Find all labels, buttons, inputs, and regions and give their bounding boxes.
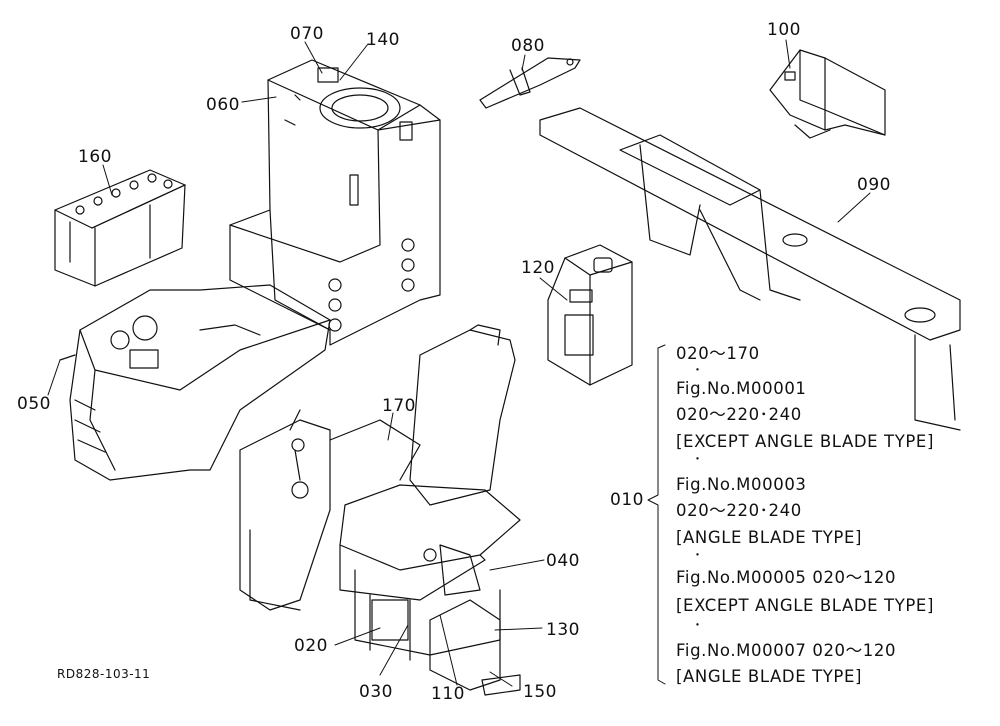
leader-lines [48, 40, 870, 686]
part-label-070: 070 [290, 24, 324, 44]
doc-reference: RD828-103-11 [57, 667, 151, 681]
separator-dot: ･ [694, 363, 701, 379]
note-line-3: 020～220･240 [676, 405, 802, 424]
note-line-5: Fig.No.M00003 [676, 475, 807, 494]
part-label-130: 130 [546, 620, 580, 640]
part-label-110: 110 [431, 684, 465, 704]
part-label-150: 150 [523, 682, 557, 702]
part-label-020: 020 [294, 636, 328, 656]
fuel-tank-part [230, 60, 440, 345]
note-line-2: Fig.No.M00001 [676, 379, 807, 398]
frame-part [540, 108, 960, 430]
bracket-part [480, 58, 580, 108]
part-label-170: 170 [382, 396, 416, 416]
note-line-8: Fig.No.M00005 020～120 [676, 568, 897, 587]
note-line-10: Fig.No.M00007 020～120 [676, 641, 897, 660]
part-label-100: 100 [767, 20, 801, 40]
part-label-060: 060 [206, 95, 240, 115]
part-label-160: 160 [78, 147, 112, 167]
seat-part [240, 325, 520, 695]
part-label-090: 090 [857, 175, 891, 195]
part-label-010: 010 [610, 490, 644, 510]
note-line-9: [EXCEPT ANGLE BLADE TYPE] [676, 596, 934, 615]
note-line-11: [ANGLE BLADE TYPE] [676, 667, 863, 686]
console-part [60, 285, 330, 480]
part-label-080: 080 [511, 36, 545, 56]
part-label-120: 120 [521, 258, 555, 278]
separator-dot: ･ [694, 452, 701, 468]
note-line-6: 020～220･240 [676, 501, 802, 520]
separator-dot: ･ [694, 618, 701, 634]
cover-part [770, 50, 885, 138]
battery-part [55, 170, 185, 286]
separator-dot: ･ [694, 548, 701, 564]
part-label-050: 050 [17, 394, 51, 414]
part-label-040: 040 [546, 551, 580, 571]
part-label-140: 140 [366, 30, 400, 50]
side-panel-part [548, 245, 632, 385]
note-line-4: [EXCEPT ANGLE BLADE TYPE] [676, 432, 934, 451]
note-line-7: [ANGLE BLADE TYPE] [676, 528, 863, 547]
notes-bracket [648, 345, 665, 684]
note-line-1: 020～170 [676, 344, 760, 363]
part-label-030: 030 [359, 682, 393, 702]
